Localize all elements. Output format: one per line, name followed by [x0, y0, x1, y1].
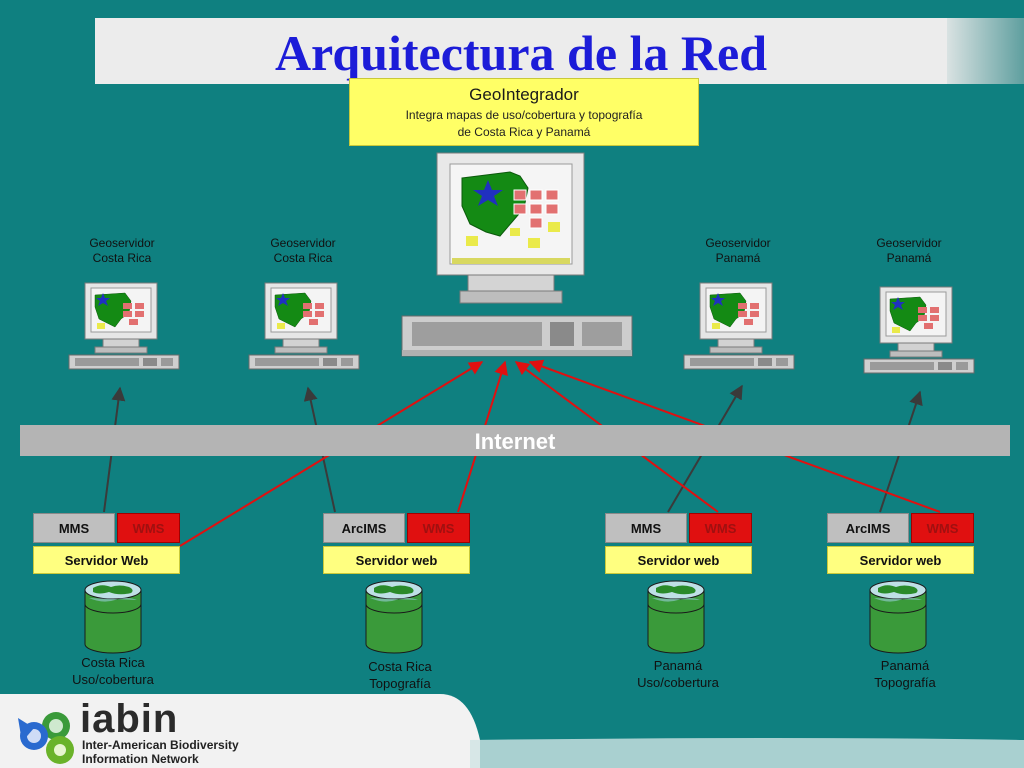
iabin-wordmark: iabin — [80, 697, 179, 741]
slide-title: Arquitectura de la Red — [274, 25, 768, 81]
geoserver-computer-1 — [68, 282, 180, 370]
geointegrador-desc-line2: de Costa Rica y Panamá — [457, 125, 591, 139]
database-caption-1: Costa Rica Uso/cobertura — [38, 654, 188, 688]
database-3-type: Uso/cobertura — [637, 675, 719, 690]
server-3-protocol: WMS — [689, 513, 752, 543]
geoserver-computer-2 — [248, 282, 360, 370]
database-caption-3: Panamá Uso/cobertura — [603, 657, 753, 691]
geoserver-caption-4: Geoservidor Panamá — [844, 236, 974, 266]
database-3 — [647, 580, 705, 654]
database-2-country: Costa Rica — [368, 659, 432, 674]
server-2-protocol: WMS — [407, 513, 470, 543]
geoserver-4-country: Panamá — [886, 251, 932, 265]
server-2-web: Servidor web — [323, 546, 470, 574]
geoserver-2-country: Costa Rica — [273, 251, 333, 265]
logo-band-fade — [470, 738, 1024, 768]
iabin-tagline-line1: Inter-American Biodiversity — [82, 738, 239, 752]
server-4-protocol: WMS — [911, 513, 974, 543]
title-bar-fade — [947, 18, 1024, 84]
iabin-tagline-line2: Information Network — [82, 752, 199, 766]
geoserver-computer-4 — [863, 286, 975, 374]
geoserver-caption-3: Geoservidor Panamá — [673, 236, 803, 266]
database-3-country: Panamá — [653, 658, 703, 673]
database-4 — [869, 580, 927, 654]
server-3-software: MMS — [605, 513, 687, 543]
database-2 — [365, 580, 423, 654]
geoserver-4-label: Geoservidor — [876, 236, 942, 250]
geointegrador-computer — [401, 152, 633, 357]
database-caption-4: Panamá Topografía — [830, 657, 980, 691]
database-1 — [84, 580, 142, 654]
server-1-protocol: WMS — [117, 513, 180, 543]
server-3-web: Servidor web — [605, 546, 752, 574]
geoserver-1-label: Geoservidor — [89, 236, 155, 250]
database-caption-2: Costa Rica Topografía — [325, 658, 475, 692]
database-1-country: Costa Rica — [81, 655, 145, 670]
geointegrador-box: GeoIntegrador Integra mapas de uso/cober… — [349, 78, 699, 146]
geoserver-caption-1: Geoservidor Costa Rica — [57, 236, 187, 266]
geoserver-2-label: Geoservidor — [270, 236, 336, 250]
server-2-software: ArcIMS — [323, 513, 405, 543]
geoserver-3-country: Panamá — [715, 251, 761, 265]
server-1-web: Servidor Web — [33, 546, 180, 574]
geoserver-1-country: Costa Rica — [92, 251, 152, 265]
database-4-type: Topografía — [874, 675, 936, 690]
database-4-country: Panamá — [880, 658, 930, 673]
geoserver-3-label: Geoservidor — [705, 236, 771, 250]
geoserver-computer-3 — [683, 282, 795, 370]
database-1-type: Uso/cobertura — [72, 672, 154, 687]
server-4-web: Servidor web — [827, 546, 974, 574]
iabin-emblem-icon — [18, 712, 74, 764]
internet-label: Internet — [474, 429, 556, 454]
internet-bar — [20, 425, 1010, 456]
server-4-software: ArcIMS — [827, 513, 909, 543]
geoserver-caption-2: Geoservidor Costa Rica — [238, 236, 368, 266]
logo-band — [0, 694, 480, 768]
title-bar — [95, 18, 947, 84]
geointegrador-name: GeoIntegrador — [469, 85, 579, 104]
database-2-type: Topografía — [369, 676, 431, 691]
geointegrador-desc-line1: Integra mapas de uso/cobertura y topogra… — [405, 108, 643, 122]
server-1-software: MMS — [33, 513, 115, 543]
